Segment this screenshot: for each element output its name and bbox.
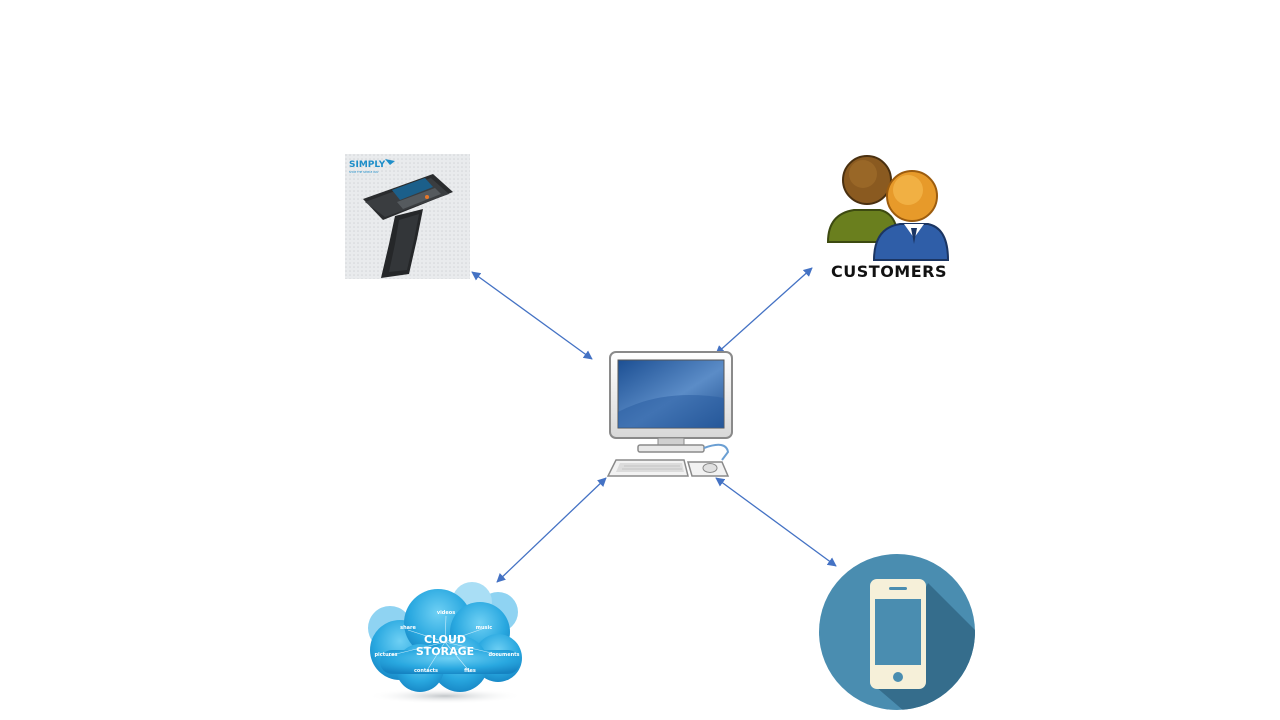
cloud-storage-node: CLOUD STORAGE share videos music picture… bbox=[360, 578, 530, 706]
connector-cloud-computer bbox=[496, 477, 607, 583]
cloud-word: videos bbox=[437, 610, 455, 616]
desktop-computer-icon bbox=[606, 351, 733, 477]
smartphone-node bbox=[818, 553, 976, 711]
customers-node: CUSTOMERS bbox=[822, 152, 956, 282]
cloud-storage-icon: CLOUD STORAGE share videos music picture… bbox=[367, 582, 523, 704]
smartphone-icon bbox=[819, 554, 975, 710]
cloud-title-line2: STORAGE bbox=[416, 645, 474, 658]
cloud-word: share bbox=[400, 625, 416, 631]
connector-customers-computer bbox=[715, 267, 813, 355]
cloud-word: contacts bbox=[414, 668, 438, 674]
customers-icon bbox=[826, 155, 950, 261]
cloud-word: documents bbox=[488, 652, 519, 658]
scanner-brand: SIMPLY bbox=[349, 160, 386, 170]
connector-phone-computer bbox=[715, 477, 837, 567]
handheld-scanner-icon: SIMPLY SHOP THE SIMPLE WAY bbox=[345, 154, 470, 279]
computer-node bbox=[604, 348, 740, 482]
cloud-word: pictures bbox=[374, 652, 397, 658]
customers-label: CUSTOMERS bbox=[831, 262, 947, 281]
cloud-title-line1: CLOUD bbox=[424, 633, 466, 646]
scanner-tagline: SHOP THE SIMPLE WAY bbox=[349, 170, 379, 174]
connector-scanner-computer bbox=[471, 271, 593, 360]
cloud-word: files bbox=[464, 668, 476, 674]
handheld-scanner-node: SIMPLY SHOP THE SIMPLE WAY bbox=[345, 154, 470, 279]
cloud-word: music bbox=[476, 625, 492, 631]
